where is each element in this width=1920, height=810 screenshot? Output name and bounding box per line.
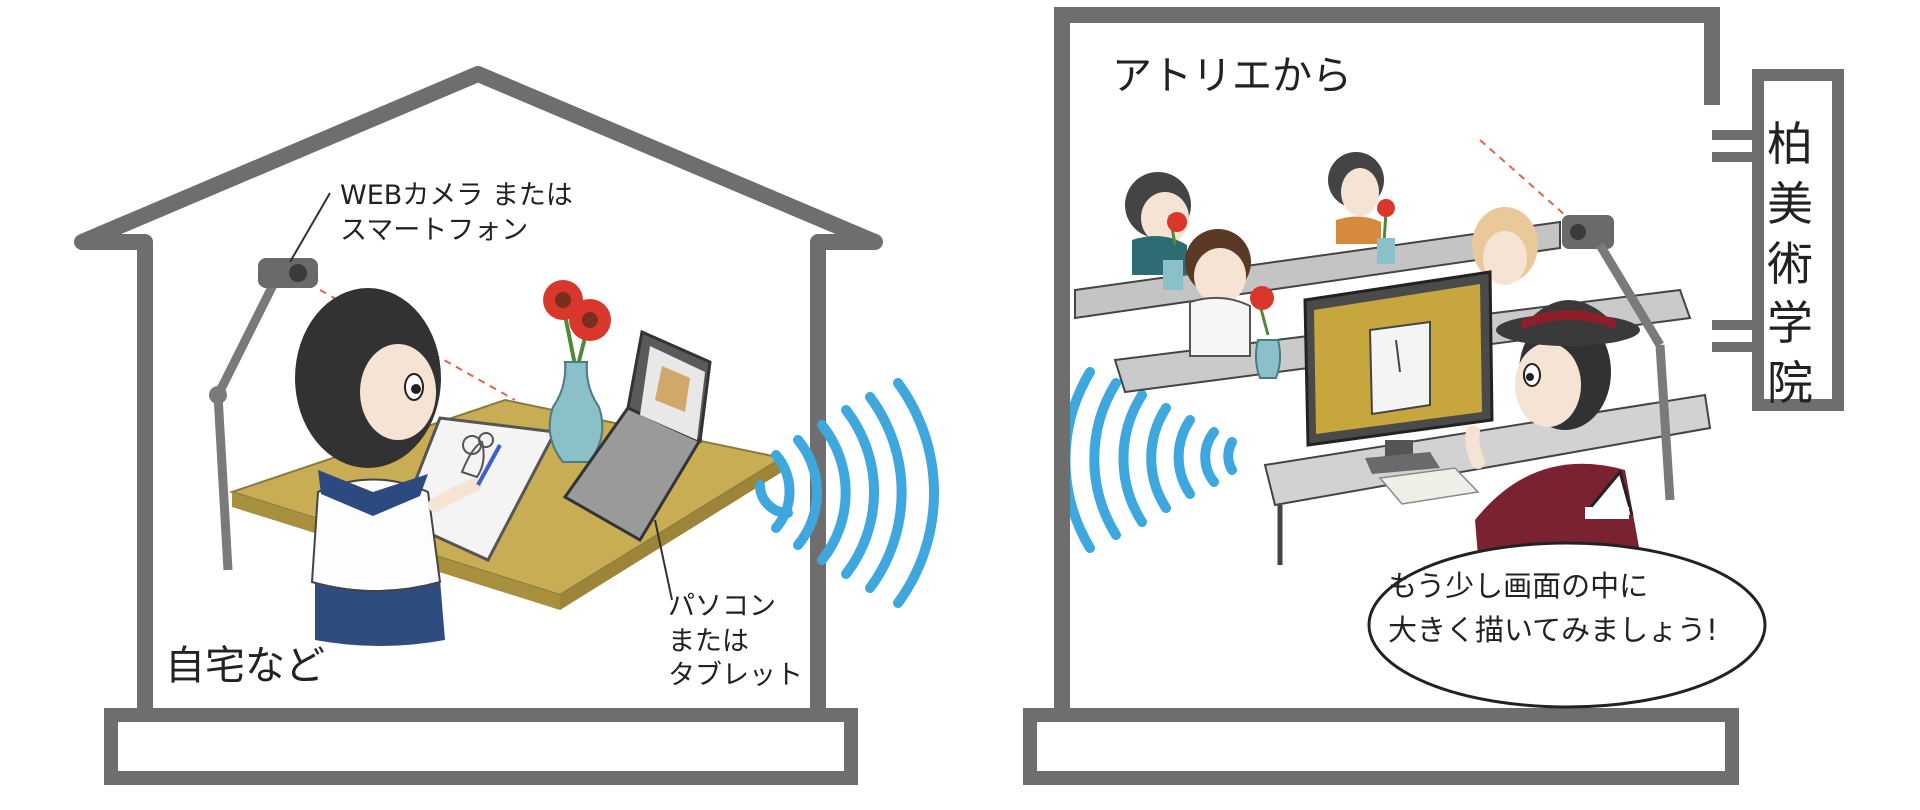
laptop-icon bbox=[562, 329, 712, 543]
wifi-waves-home bbox=[755, 378, 939, 608]
home-label: 自宅など bbox=[165, 643, 325, 689]
webcam-label-line1: WEBカメラ または bbox=[340, 180, 573, 211]
home-floor-slab bbox=[104, 708, 858, 785]
pc-pointer-line bbox=[654, 519, 673, 601]
speech-bubble-icon bbox=[1367, 470, 1767, 709]
home-walls-roof bbox=[74, 66, 883, 720]
student-girl bbox=[295, 288, 502, 646]
wifi-waves-atelier bbox=[1060, 367, 1237, 553]
pc-label-line3: タブレット bbox=[668, 660, 803, 692]
sign-text: 柏美術学院 bbox=[1767, 117, 1813, 411]
home-house bbox=[74, 66, 883, 785]
atelier-floor-slab bbox=[1023, 708, 1739, 785]
teacher-webcam-on-stand-icon bbox=[1479, 139, 1675, 501]
webcam-pointer-line bbox=[289, 192, 331, 263]
flower-vase-icon bbox=[543, 280, 611, 463]
pc-label: パソコン または タブレット bbox=[668, 590, 803, 694]
atelier-building-icon bbox=[1023, 7, 1844, 785]
wifi-waves-icon bbox=[755, 367, 1237, 608]
webcam-on-stand-icon bbox=[209, 258, 516, 571]
atelier-label: アトリエから bbox=[1112, 53, 1352, 99]
speech-line2: 大きく描いてみましょう! bbox=[1388, 612, 1718, 647]
speech-line1: もう少し画面の中に bbox=[1388, 569, 1649, 603]
school-sign bbox=[1752, 69, 1844, 411]
speech-text: もう少し画面の中に 大きく描いてみましょう! bbox=[1388, 565, 1718, 652]
atelier-walls bbox=[1054, 7, 1720, 712]
background-students bbox=[1125, 152, 1538, 379]
pc-label-line1: パソコン bbox=[668, 591, 776, 622]
webcam-label-line2: スマートフォン bbox=[340, 215, 529, 247]
pc-label-line2: または bbox=[668, 625, 749, 657]
webcam-label: WEBカメラ または スマートフォン bbox=[340, 178, 573, 248]
monitor-icon bbox=[1303, 270, 1494, 505]
